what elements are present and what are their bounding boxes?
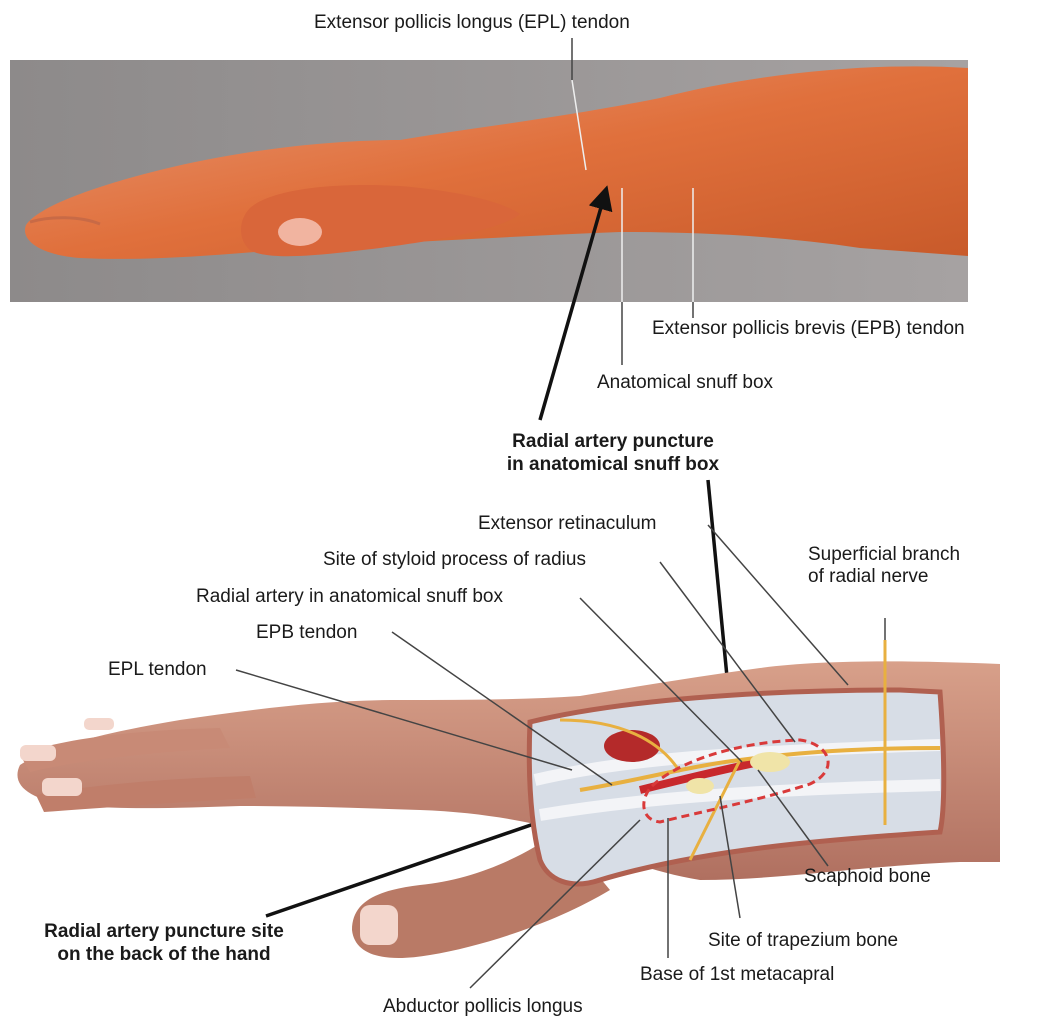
scaphoid-bone [750,752,790,772]
hand-illustration [17,640,1000,958]
label-puncture-snuffbox: Radial artery puncture in anatomical snu… [468,430,758,476]
label-puncture-back: Radial artery puncture site on the back … [6,920,322,966]
label-abductor: Abductor pollicis longus [383,996,583,1018]
label-puncture-snuffbox-line1: Radial artery puncture [468,430,758,453]
label-trapezium: Site of trapezium bone [708,930,898,952]
thumbnail-illustration [360,905,398,945]
label-snuff-box: Anatomical snuff box [597,372,773,394]
label-puncture-back-line1: Radial artery puncture site [6,920,322,943]
trapezium-bone [686,778,714,794]
label-puncture-snuffbox-line2: in anatomical snuff box [468,453,758,476]
label-nerve: Superficial branch of radial nerve [808,544,960,588]
label-epl: EPL tendon [108,659,207,681]
fingernail-3 [84,718,114,730]
hand-photo [10,60,968,310]
thumbnail-photo [278,218,322,246]
fingernail-2 [42,778,82,796]
fingernail-1 [20,745,56,761]
label-metacarpal: Base of 1st metacapral [640,964,834,986]
label-nerve-line1: Superficial branch [808,544,960,566]
muscle-belly [604,730,660,762]
label-epb: EPB tendon [256,622,357,644]
label-extensor-retinaculum: Extensor retinaculum [478,513,656,535]
label-styloid: Site of styloid process of radius [323,549,586,571]
label-radial-artery: Radial artery in anatomical snuff box [196,586,503,608]
label-puncture-back-line2: on the back of the hand [6,943,322,966]
label-epb-tendon: Extensor pollicis brevis (EPB) tendon [652,318,965,340]
label-scaphoid: Scaphoid bone [804,866,931,888]
label-nerve-line2: of radial nerve [808,566,960,588]
label-epl-tendon: Extensor pollicis longus (EPL) tendon [314,12,630,34]
